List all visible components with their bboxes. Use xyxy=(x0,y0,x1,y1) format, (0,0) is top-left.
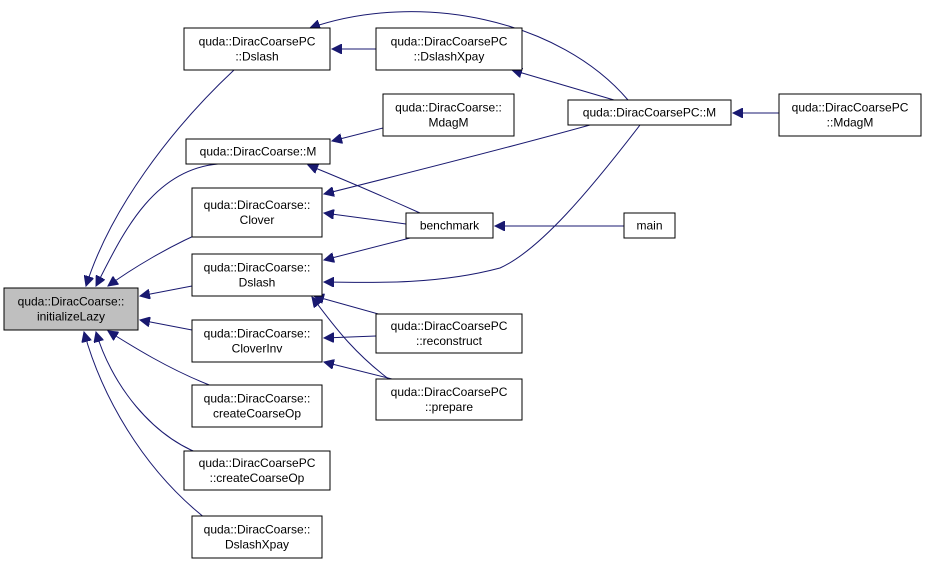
node-label: quda::DiracCoarse:: xyxy=(204,523,311,537)
node-cDslash[interactable]: quda::DiracCoarse::Dslash xyxy=(191,253,323,297)
node-pcReconstruct[interactable]: quda::DiracCoarsePC::reconstruct xyxy=(375,313,523,354)
node-box[interactable] xyxy=(375,27,523,71)
node-cM[interactable]: quda::DiracCoarse::M xyxy=(185,138,331,165)
node-box[interactable] xyxy=(183,450,331,491)
edge-pcPrepare-to-cDslash xyxy=(312,297,391,381)
node-box[interactable] xyxy=(623,212,676,239)
node-box[interactable] xyxy=(375,313,523,354)
node-label: quda::DiracCoarsePC xyxy=(792,101,909,115)
node-label: quda::DiracCoarsePC xyxy=(391,35,508,49)
node-label: ::prepare xyxy=(425,400,473,414)
node-box[interactable] xyxy=(567,99,732,126)
edge-pcCreateCoarseOp-to-initializeLazy xyxy=(96,332,213,459)
node-box[interactable] xyxy=(185,138,331,165)
node-label: quda::DiracCoarsePC xyxy=(391,319,508,333)
edge-pcM-to-cClover xyxy=(324,124,591,194)
node-box[interactable] xyxy=(183,27,331,71)
node-label: benchmark xyxy=(420,219,480,233)
edge-pcM-to-cDslash xyxy=(324,124,641,282)
node-box[interactable] xyxy=(405,212,494,239)
node-pcCreateCoarseOp[interactable]: quda::DiracCoarsePC::createCoarseOp xyxy=(183,450,331,491)
node-cDslashXpay[interactable]: quda::DiracCoarse::DslashXpay xyxy=(191,515,323,559)
edge-pcDslash-to-initializeLazy xyxy=(86,69,235,286)
edges-layer xyxy=(84,11,779,526)
node-initializeLazy[interactable]: quda::DiracCoarse::initializeLazy xyxy=(3,287,139,331)
node-cCloverInv[interactable]: quda::DiracCoarse::CloverInv xyxy=(191,319,323,363)
node-label: CloverInv xyxy=(232,342,283,356)
node-label: createCoarseOp xyxy=(213,407,301,421)
edge-cCreateCoarseOp-to-initializeLazy xyxy=(108,331,213,387)
node-box[interactable] xyxy=(3,287,139,331)
node-label: ::Dslash xyxy=(235,50,278,64)
edge-pcM-to-pcDslash xyxy=(310,11,629,101)
node-label: quda::DiracCoarsePC::M xyxy=(583,106,716,120)
node-label: Dslash xyxy=(239,276,276,290)
node-label: quda::DiracCoarse:: xyxy=(204,392,311,406)
edge-pcPrepare-to-cCloverInv xyxy=(324,362,397,381)
node-label: quda::DiracCoarse:: xyxy=(204,261,311,275)
node-label: quda::DiracCoarse:: xyxy=(18,295,125,309)
node-cMdagM[interactable]: quda::DiracCoarse::MdagM xyxy=(382,93,515,137)
node-label: initializeLazy xyxy=(37,310,105,324)
edge-pcReconstruct-to-cDslash xyxy=(314,296,383,316)
node-main[interactable]: main xyxy=(623,212,676,239)
node-label: Clover xyxy=(240,213,275,227)
node-cClover[interactable]: quda::DiracCoarse::Clover xyxy=(191,187,323,238)
node-pcDslash[interactable]: quda::DiracCoarsePC::Dslash xyxy=(183,27,331,71)
node-label: ::MdagM xyxy=(827,116,874,130)
edge-pcReconstruct-to-cCloverInv xyxy=(324,336,377,338)
node-label: quda::DiracCoarse:: xyxy=(204,327,311,341)
edge-cDslash-to-initializeLazy xyxy=(140,285,193,296)
node-label: MdagM xyxy=(428,116,468,130)
node-label: quda::DiracCoarsePC xyxy=(199,35,316,49)
node-label: quda::DiracCoarse:: xyxy=(395,101,502,115)
node-box[interactable] xyxy=(778,93,922,137)
node-pcM[interactable]: quda::DiracCoarsePC::M xyxy=(567,99,732,126)
node-pcDslashXpay[interactable]: quda::DiracCoarsePC::DslashXpay xyxy=(375,27,523,71)
node-box[interactable] xyxy=(191,515,323,559)
edge-cMdagM-to-cM xyxy=(332,127,384,141)
edge-cM-to-initializeLazy xyxy=(96,163,219,286)
node-cCreateCoarseOp[interactable]: quda::DiracCoarse::createCoarseOp xyxy=(191,384,323,428)
node-pcMdagM[interactable]: quda::DiracCoarsePC::MdagM xyxy=(778,93,922,137)
nodes-layer: quda::DiracCoarse::initializeLazyquda::D… xyxy=(3,27,922,559)
node-benchmark[interactable]: benchmark xyxy=(405,212,494,239)
node-box[interactable] xyxy=(382,93,515,137)
node-box[interactable] xyxy=(375,378,523,421)
node-label: quda::DiracCoarse:: xyxy=(204,198,311,212)
node-label: ::reconstruct xyxy=(416,334,483,348)
node-label: ::DslashXpay xyxy=(414,50,485,64)
node-label: ::createCoarseOp xyxy=(210,471,305,485)
edge-benchmark-to-cClover xyxy=(324,213,407,225)
edge-benchmark-to-cDslash xyxy=(324,237,411,260)
edge-benchmark-to-cM xyxy=(308,165,421,214)
node-pcPrepare[interactable]: quda::DiracCoarsePC::prepare xyxy=(375,378,523,421)
node-label: main xyxy=(636,219,662,233)
edge-cCloverInv-to-initializeLazy xyxy=(140,320,193,331)
node-box[interactable] xyxy=(191,384,323,428)
node-label: quda::DiracCoarse::M xyxy=(200,145,317,159)
node-label: DslashXpay xyxy=(225,538,289,552)
edge-pcM-to-pcDslashXpay xyxy=(512,70,615,101)
node-box[interactable] xyxy=(191,253,323,297)
node-label: quda::DiracCoarsePC xyxy=(391,385,508,399)
node-box[interactable] xyxy=(191,187,323,238)
node-label: quda::DiracCoarsePC xyxy=(199,456,316,470)
node-box[interactable] xyxy=(191,319,323,363)
edge-cDslashXpay-to-initializeLazy xyxy=(84,332,215,526)
